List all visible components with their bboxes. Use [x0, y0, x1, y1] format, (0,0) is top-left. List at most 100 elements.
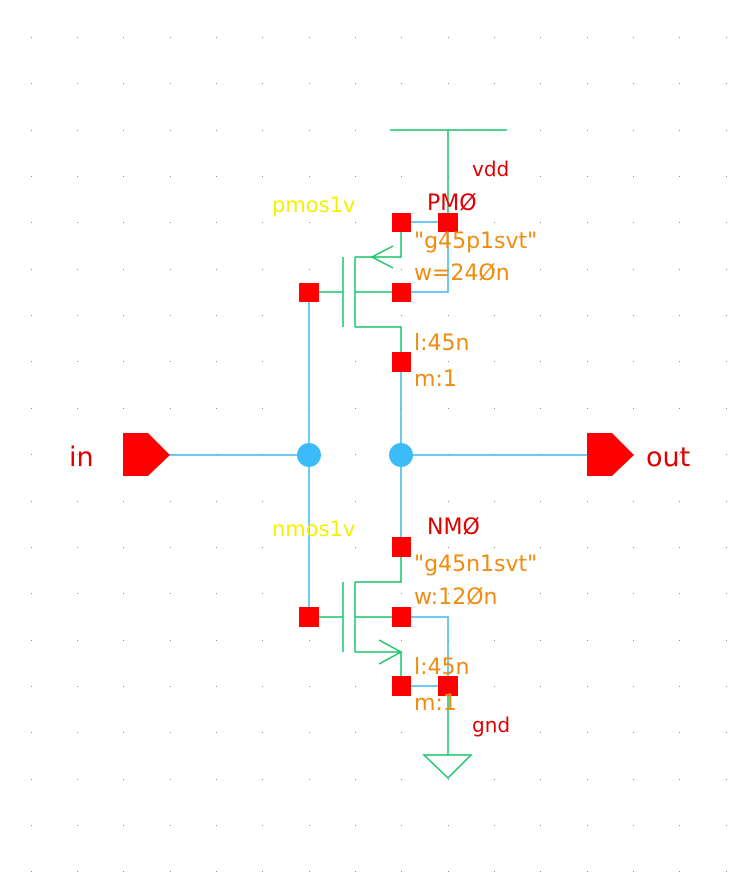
grid-dot	[726, 640, 727, 641]
grid-dot	[123, 37, 124, 38]
nmos-gate-pin[interactable]	[299, 607, 319, 627]
grid-dot	[123, 222, 124, 223]
grid-dot	[123, 315, 124, 316]
grid-dot	[633, 315, 634, 316]
grid-dot	[170, 686, 171, 687]
grid-dot	[309, 83, 310, 84]
grid-dot	[448, 871, 449, 872]
nmos-drain-lead	[355, 547, 402, 583]
nmos-source-pin[interactable]	[392, 676, 411, 696]
grid-dot	[587, 640, 588, 641]
grid-dot	[216, 593, 217, 594]
grid-dot	[448, 547, 449, 548]
wire-nmos-body-gnd[interactable]	[401, 616, 449, 686]
grid-dot	[123, 593, 124, 594]
grid-dot	[633, 686, 634, 687]
grid-dot	[170, 176, 171, 177]
grid-dot	[540, 779, 541, 780]
grid-dot	[448, 593, 449, 594]
output-pin-label: out	[646, 442, 690, 473]
pmos-body-pin[interactable]	[392, 283, 411, 302]
pmos-cell-name: pmos1v	[272, 193, 355, 217]
grid-dot	[77, 176, 78, 177]
nmos-arrow-icon	[378, 639, 403, 665]
grid-dot	[309, 130, 310, 131]
gnd-pin[interactable]	[438, 676, 458, 696]
grid-dot	[123, 871, 124, 872]
grid-dot	[31, 408, 32, 409]
vdd-pin[interactable]	[438, 213, 458, 232]
grid-dot	[216, 269, 217, 270]
grid-dot	[31, 37, 32, 38]
grid-dot	[587, 37, 588, 38]
grid-dot	[494, 361, 495, 362]
grid-dot	[448, 361, 449, 362]
grid-dot	[448, 779, 449, 780]
grid-dot	[123, 547, 124, 548]
grid-dot	[448, 408, 449, 409]
grid-dot	[540, 825, 541, 826]
grid-dot	[31, 640, 32, 641]
pmos-source-pin[interactable]	[392, 213, 411, 232]
grid-dot	[679, 640, 680, 641]
nmos-multiplier-param: m:1	[414, 691, 457, 716]
grid-dot	[31, 454, 32, 455]
grid-dot	[31, 130, 32, 131]
grid-dot	[540, 37, 541, 38]
grid-dot	[216, 547, 217, 548]
nmos-body-pin[interactable]	[392, 607, 411, 627]
nmos-drain-pin[interactable]	[392, 537, 411, 557]
grid-dot	[216, 732, 217, 733]
pmos-gate-pin[interactable]	[299, 283, 319, 302]
grid-dot	[309, 176, 310, 177]
grid-dot	[355, 408, 356, 409]
grid-dot	[540, 732, 541, 733]
nmos-instance-name: NMØ	[427, 515, 480, 540]
grid-dot	[448, 501, 449, 502]
grid-dot	[679, 871, 680, 872]
nmos-width-param: w:12Øn	[414, 585, 497, 610]
grid-dot	[216, 130, 217, 131]
input-pin-icon[interactable]	[123, 433, 170, 476]
output-pin-icon[interactable]	[587, 433, 634, 476]
grid-dot	[494, 732, 495, 733]
grid-dot	[309, 640, 310, 641]
grid-dot	[726, 269, 727, 270]
grid-dot	[679, 501, 680, 502]
grid-dot	[540, 408, 541, 409]
gnd-symbol[interactable]	[422, 686, 473, 780]
grid-dot	[123, 779, 124, 780]
grid-dot	[170, 269, 171, 270]
vdd-supply-symbol[interactable]	[390, 129, 507, 222]
grid-dot	[401, 593, 402, 594]
grid-dot	[633, 83, 634, 84]
grid-dot	[216, 871, 217, 872]
grid-dot	[77, 825, 78, 826]
wire-pmos-body-vdd[interactable]	[401, 222, 449, 293]
grid-dot	[262, 37, 263, 38]
grid-dot	[309, 37, 310, 38]
nmos-transistor[interactable]	[309, 547, 403, 686]
grid-dot	[726, 501, 727, 502]
grid-dot	[540, 130, 541, 131]
pmos-drain-pin[interactable]	[392, 352, 411, 372]
pmos-transistor[interactable]	[309, 222, 402, 362]
grid-dot	[355, 361, 356, 362]
grid-dot	[633, 501, 634, 502]
grid-dot	[262, 686, 263, 687]
grid-dot	[216, 501, 217, 502]
grid-dot	[587, 176, 588, 177]
grid-dot	[494, 37, 495, 38]
grid-dot	[587, 871, 588, 872]
grid-dot	[726, 825, 727, 826]
grid-dot	[355, 825, 356, 826]
grid-dot	[633, 732, 634, 733]
grid-dot	[679, 686, 680, 687]
grid-dot	[448, 37, 449, 38]
grid-dot	[679, 176, 680, 177]
grid-dot	[123, 686, 124, 687]
grid-dot	[216, 825, 217, 826]
grid-dot	[401, 269, 402, 270]
grid-dot	[77, 501, 78, 502]
